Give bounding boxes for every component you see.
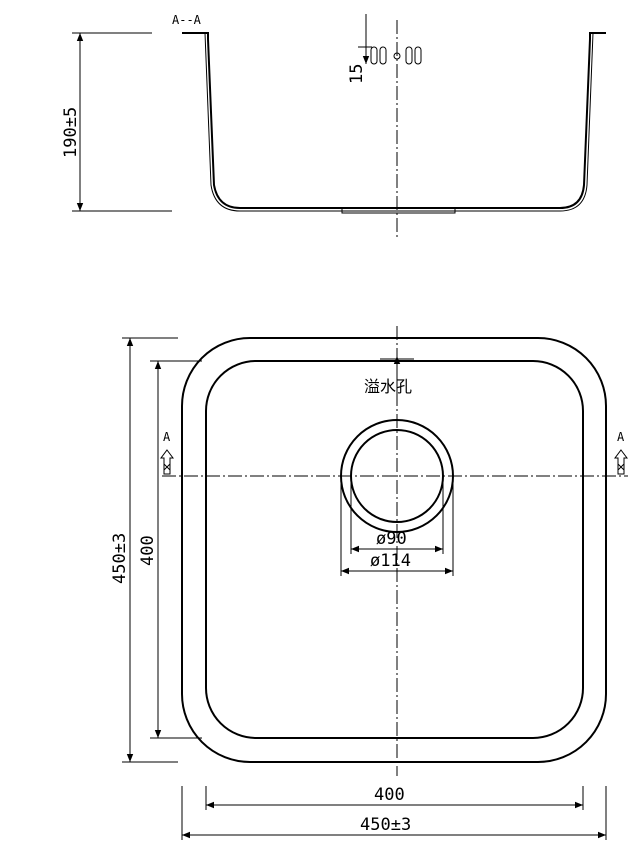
section-marker-left: A [160, 430, 174, 475]
inner-height-dim-text: 400 [138, 535, 158, 566]
section-marker-right-text: A [617, 430, 625, 444]
section-marker-left-text: A [163, 430, 171, 444]
section-marker-right: A [614, 430, 628, 475]
section-label: A--A [172, 13, 202, 27]
outer-width-dim-text: 450±3 [360, 815, 411, 835]
overflow-holes [370, 46, 422, 65]
sink-section-inner-wall [204, 32, 594, 212]
overflow-label: 溢水孔 [364, 377, 412, 396]
section-view: A--A 15 190±5 [61, 13, 606, 238]
overflow-dim-text: 15 [347, 64, 367, 84]
inner-width-dim-text: 400 [374, 785, 405, 805]
drain-outer-dim-text: ø114 [370, 551, 411, 571]
sink-section-profile [182, 32, 606, 209]
sink-outer-rim [181, 337, 607, 763]
plan-view: 溢水孔 A A ø90 ø114 450±3 40 [110, 326, 628, 840]
drain-boss [341, 208, 456, 214]
depth-dim-text: 190±5 [61, 107, 81, 158]
drain-inner-dim-text: ø90 [376, 529, 407, 549]
outer-height-dim-text: 450±3 [110, 533, 130, 584]
